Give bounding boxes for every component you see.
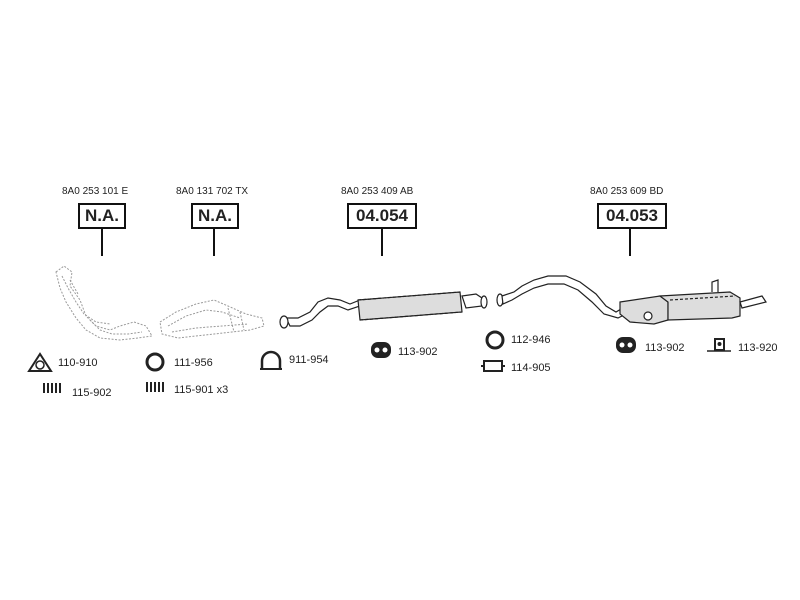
accessory-label-110-910: 110-910 <box>58 357 98 369</box>
rubber-mount-icon-rear <box>616 337 636 353</box>
leader-line-catalyst <box>213 228 215 256</box>
part-number-rear-silencer: 8A0 253 609 BD <box>590 186 664 197</box>
rear-silencer-part[interactable] <box>496 275 767 325</box>
accessory-label-115-901-x3: 115-901 x3 <box>174 384 229 396</box>
leader-line-middle-silencer <box>381 228 383 256</box>
ring-gasket-icon-rear <box>485 330 505 350</box>
accessory-label-113-902-rear: 113-902 <box>645 342 685 354</box>
leader-line-rear-silencer <box>629 228 631 256</box>
part-number-manifold: 8A0 253 101 E <box>62 186 129 197</box>
flange-gasket-icon <box>27 352 53 372</box>
accessory-label-911-954: 911-954 <box>289 354 329 366</box>
accessory-label-113-920: 113-920 <box>738 342 778 354</box>
accessory-label-114-905: 114-905 <box>511 362 551 374</box>
middle-silencer-part[interactable] <box>279 291 488 329</box>
bracket-icon <box>707 338 731 352</box>
ring-gasket-icon <box>145 352 165 372</box>
accessory-label-115-902: 115-902 <box>72 387 112 399</box>
code-box-rear-silencer[interactable]: 04.053 <box>597 203 667 229</box>
u-clamp-icon <box>260 350 282 370</box>
manifold-part[interactable] <box>55 265 153 341</box>
springs-icon <box>146 382 164 392</box>
accessory-label-111-956: 111-956 <box>174 357 213 369</box>
rubber-mount-icon <box>371 342 391 358</box>
code-box-catalyst[interactable]: N.A. <box>191 203 239 229</box>
part-number-catalyst: 8A0 131 702 TX <box>176 186 249 197</box>
spring-icon <box>43 383 61 393</box>
part-number-middle-silencer: 8A0 253 409 AB <box>341 186 414 197</box>
band-clamp-icon <box>481 360 505 372</box>
catalyst-part[interactable] <box>159 299 265 339</box>
accessory-label-112-946: 112-946 <box>511 334 551 346</box>
leader-line-manifold <box>101 228 103 256</box>
code-box-manifold[interactable]: N.A. <box>78 203 126 229</box>
accessory-label-113-902-middle: 113-902 <box>398 346 438 358</box>
